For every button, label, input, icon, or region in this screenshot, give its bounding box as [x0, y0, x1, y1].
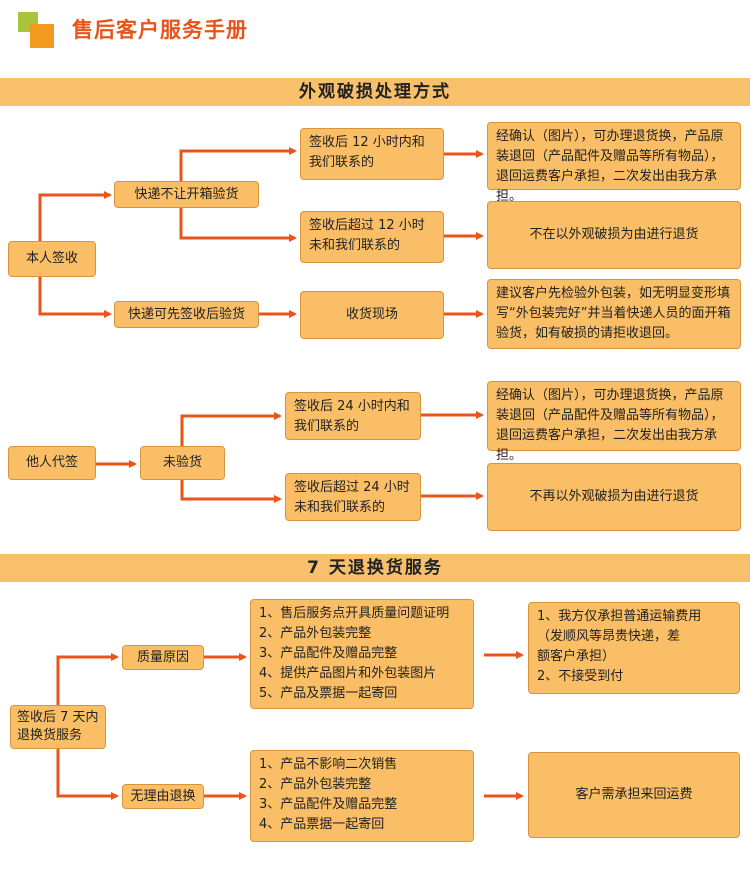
connector-noopen-to-within12: [179, 147, 297, 181]
page-title: 售后客户服务手册: [72, 18, 248, 42]
result-quality-shipping: 1、我方仅承担普通运输费用 （发顺风等昂贵快递，差 额客户承担） 2、不接受到付: [528, 602, 740, 694]
node-no-reason-return: 无理由退换: [122, 784, 204, 809]
node-over-12h: 签收后超过 12 小时 未和我们联系的: [300, 211, 444, 263]
connector-self-to-canopen: [38, 277, 112, 318]
connector-self-to-noopen: [38, 191, 112, 241]
result-onsite: 建议客户先检验外包装，如无明显变形填写“外包装完好”并当着快递人员的面开箱验货，…: [487, 279, 741, 349]
connector-noopen-to-over12: [179, 208, 297, 242]
node-within-24h: 签收后 24 小时内和 我们联系的: [285, 392, 421, 440]
logo-square-orange: [30, 24, 54, 48]
node-proxy-sign: 他人代签: [8, 446, 96, 480]
node-onsite: 收货现场: [300, 291, 444, 339]
list-no-reason-requirements: 1、产品不影响二次销售 2、产品外包装完整 3、产品配件及赠品完整 4、产品票据…: [250, 750, 474, 842]
node-not-inspected: 未验货: [140, 446, 225, 480]
result-no-reason-shipping: 客户需承担来回运费: [528, 752, 740, 838]
node-sign-then-inspect: 快递可先签收后验货: [114, 301, 259, 328]
node-7day-root: 签收后 7 天内 退换货服务: [10, 705, 106, 749]
result-over-12h: 不在以外观破损为由进行退货: [487, 201, 741, 269]
section-banner-appearance-damage: 外观破损处理方式: [0, 78, 750, 106]
node-self-sign: 本人签收: [8, 241, 96, 277]
result-over-24h: 不再以外观破损为由进行退货: [487, 463, 741, 531]
node-within-12h: 签收后 12 小时内和 我们联系的: [300, 128, 444, 180]
node-over-24h: 签收后超过 24 小时 未和我们联系的: [285, 473, 421, 521]
connector-notinspected-to-within24: [180, 412, 282, 446]
section-banner-7day-return: 7 天退换货服务: [0, 554, 750, 582]
connector-notinspected-to-over24: [180, 480, 282, 503]
node-no-open-inspection: 快递不让开箱验货: [114, 181, 259, 208]
connector-root-to-quality: [56, 653, 119, 705]
node-quality-reason: 质量原因: [122, 645, 204, 670]
connector-root-to-noreason: [56, 749, 119, 800]
result-within-12h: 经确认（图片），可办理退货换，产品原装退回（产品配件及赠品等所有物品），退回运费…: [487, 122, 741, 204]
list-quality-requirements: 1、售后服务点开具质量问题证明 2、产品外包装完整 3、产品配件及赠品完整 4、…: [250, 599, 474, 709]
result-within-24h: 经确认（图片），可办理退货换，产品原装退回（产品配件及赠品等所有物品），退回运费…: [487, 381, 741, 463]
